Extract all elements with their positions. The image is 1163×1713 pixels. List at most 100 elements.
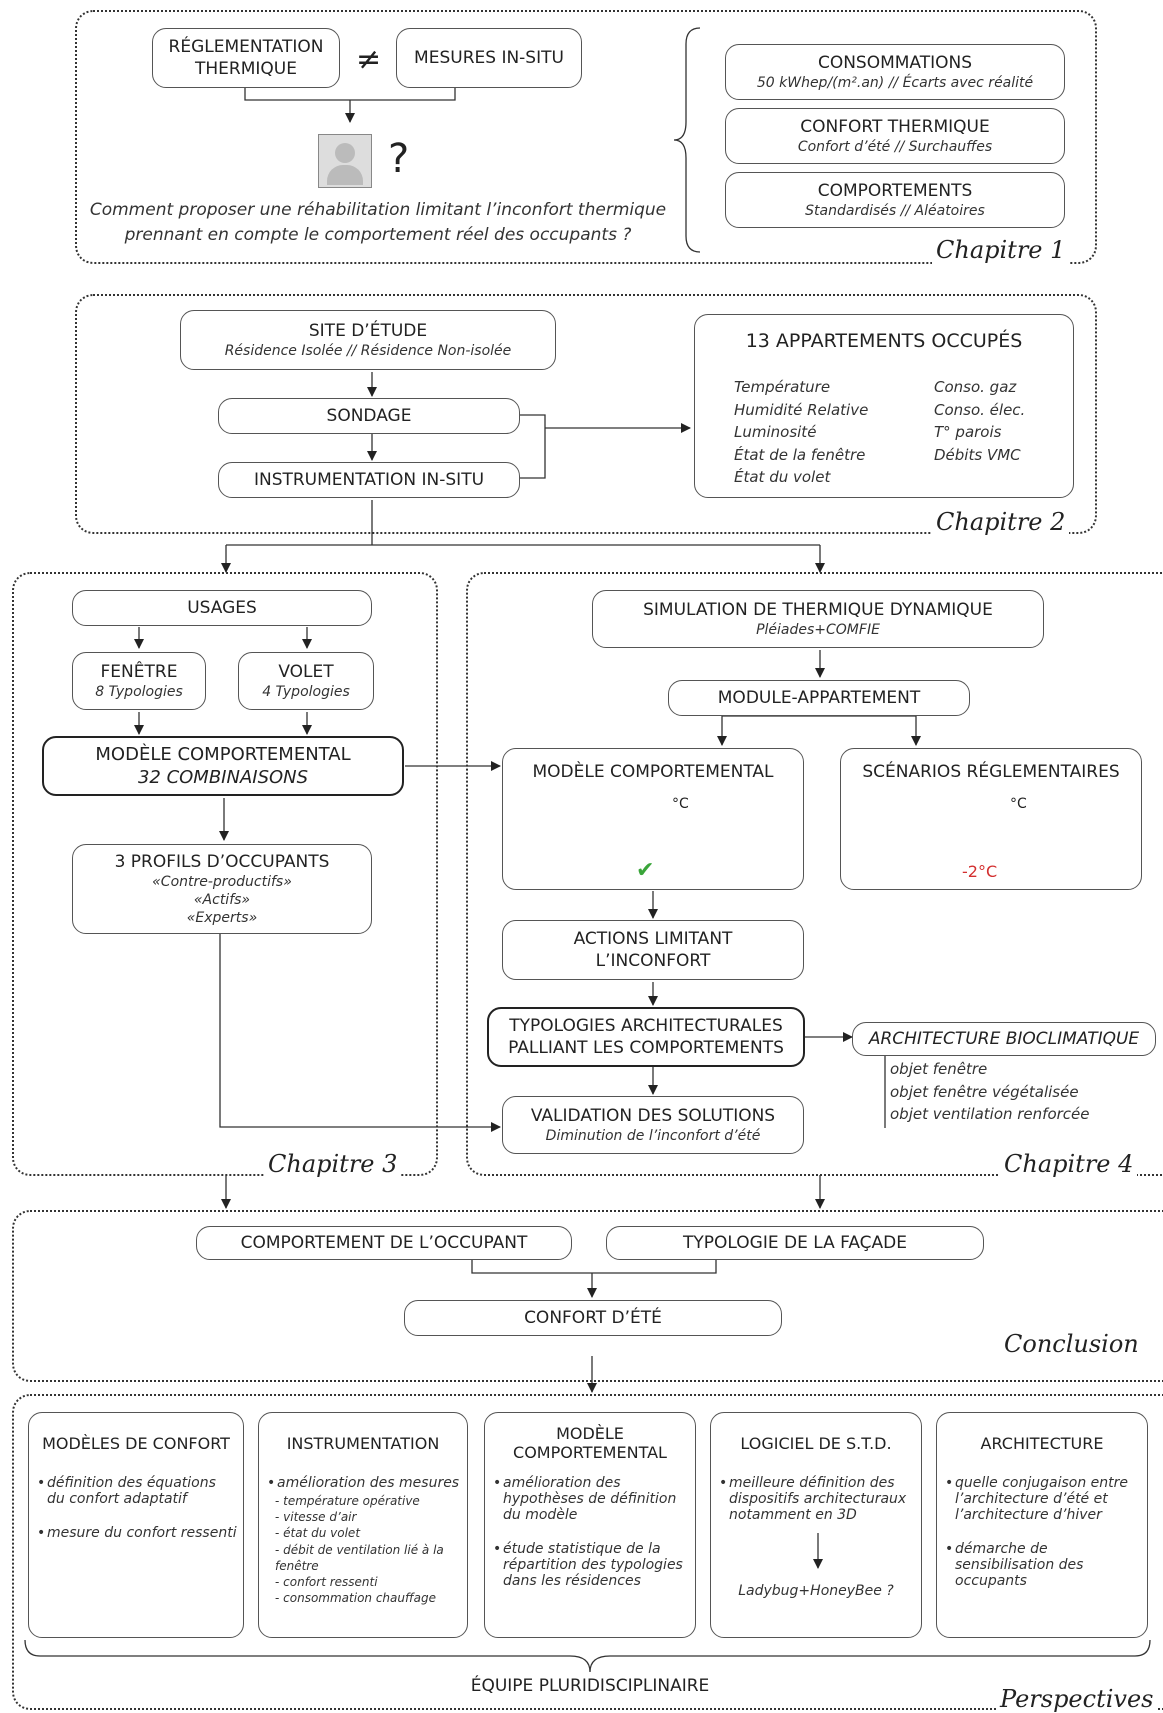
list-item: Conso. élec. <box>934 400 1026 419</box>
chapter-label: Chapitre 1 <box>932 236 1070 264</box>
bullet-list: amélioration des hypothèses de définitio… <box>491 1475 689 1589</box>
box-subtitle: Pléiades+COMFIE <box>756 621 880 638</box>
bullet-list: quelle conjugaison entre l’architecture … <box>943 1475 1141 1589</box>
perspective-logiciel-std: LOGICIEL DE S.T.D. meilleure définition … <box>710 1412 922 1638</box>
list-item: consommation chauffage <box>275 1590 461 1606</box>
box-title: MODÈLE COMPORTEMENTAL <box>95 743 351 765</box>
list-item: Conso. gaz <box>934 378 1017 396</box>
measures-list-right: Conso. gaz Conso. élec. T° parois Débits… <box>934 376 1025 466</box>
typologies-box: TYPOLOGIES ARCHITECTURALES PALLIANT LES … <box>487 1007 805 1067</box>
architecture-bioclimatique-box: ARCHITECTURE BIOCLIMATIQUE <box>852 1022 1156 1056</box>
brace <box>673 27 701 253</box>
box-title: 13 APPARTEMENTS OCCUPÉS <box>745 330 1023 352</box>
box-title: 3 PROFILS D’OCCUPANTS <box>114 851 330 872</box>
list-item: amélioration des mesures <box>267 1475 461 1491</box>
list-item: T° parois <box>934 423 1002 441</box>
reglementation-box: RÉGLEMENTATION THERMIQUE <box>152 28 340 88</box>
box-subtitle: 4 Typologies <box>262 683 350 700</box>
box-title: CONFORT THERMIQUE <box>800 116 990 137</box>
measures-list-left: Température Humidité Relative Luminosité… <box>734 376 868 489</box>
typologie-facade-box: TYPOLOGIE DE LA FAÇADE <box>606 1226 984 1260</box>
bullet-list: meilleure définition des dispositifs arc… <box>717 1475 915 1523</box>
appartements-box: 13 APPARTEMENTS OCCUPÉS <box>694 314 1074 498</box>
unit-label: °C <box>672 796 689 812</box>
list-item: étude statistique de la répartition des … <box>493 1541 689 1589</box>
confort-ete-box: CONFORT D’ÉTÉ <box>404 1300 782 1336</box>
arrow <box>219 934 501 1132</box>
chapter-label: Chapitre 2 <box>932 508 1070 536</box>
sondage-box: SONDAGE <box>218 398 520 434</box>
person-icon <box>318 134 372 188</box>
chapter-label: Chapitre 3 <box>264 1150 402 1178</box>
actions-box: ACTIONS LIMITANT L’INCONFORT <box>502 920 804 980</box>
column-title: INSTRUMENTATION <box>286 1433 440 1453</box>
list-item: définition des équations du confort adap… <box>37 1475 237 1507</box>
list-item: état du volet <box>275 1525 461 1541</box>
box-title: CONSOMMATIONS <box>817 52 973 73</box>
column-title: ARCHITECTURE <box>980 1433 1104 1453</box>
perspectives-frame <box>12 1394 1163 1710</box>
box-subtitle: Confort d’été // Surchauffes <box>797 138 993 155</box>
box-title: COMPORTEMENTS <box>817 180 973 201</box>
list-item: température opérative <box>275 1493 461 1509</box>
list-item: meilleure définition des dispositifs arc… <box>719 1475 915 1523</box>
research-question: Comment proposer une réhabilitation limi… <box>89 200 667 245</box>
brace <box>24 1639 1151 1673</box>
box-title: SIMULATION DE THERMIQUE DYNAMIQUE <box>643 599 993 620</box>
list-item: amélioration des hypothèses de définitio… <box>493 1475 689 1523</box>
site-etude-box: SITE D’ÉTUDE Résidence Isolée // Résiden… <box>180 310 556 370</box>
check-icon: ✔ <box>636 858 655 883</box>
usages-box: USAGES <box>72 590 372 626</box>
column-title: MODÈLES DE CONFORT <box>42 1433 230 1453</box>
team-label: ÉQUIPE PLURIDISCIPLINAIRE <box>470 1676 710 1696</box>
profils-box: 3 PROFILS D’OCCUPANTS «Contre-productifs… <box>72 844 372 934</box>
chapter-label: Conclusion <box>1000 1330 1143 1358</box>
box-title: VALIDATION DES SOLUTIONS <box>530 1105 776 1126</box>
list-item: objet fenêtre végétalisée <box>890 1082 1079 1101</box>
list-item: confort ressenti <box>275 1574 461 1590</box>
list-item: Humidité Relative <box>734 400 869 419</box>
list-item: objet ventilation renforcée <box>890 1105 1090 1123</box>
list-item: démarche de sensibilisation des occupant… <box>945 1541 1141 1589</box>
box-title: SCÉNARIOS RÉGLEMENTAIRES <box>862 762 1120 782</box>
list-item: Débits VMC <box>934 445 1021 464</box>
fenetre-box: FENÊTRE 8 Typologies <box>72 652 206 710</box>
bullet-list: amélioration des mesures <box>265 1475 461 1491</box>
minus-two-degrees: -2°C <box>962 862 998 881</box>
bullet-list: définition des équations du confort adap… <box>35 1475 237 1541</box>
box-title: FENÊTRE <box>100 661 178 682</box>
profile-item: «Contre-productifs» <box>152 873 292 890</box>
unit-label: °C <box>1010 796 1027 812</box>
modele-comportemental-box: MODÈLE COMPORTEMENTAL 32 COMBINAISONS <box>42 736 404 796</box>
mesures-box: MESURES IN-SITU <box>396 28 582 88</box>
list-item: objet fenêtre <box>890 1060 988 1078</box>
chapter2-frame <box>75 294 1097 534</box>
perspective-modele-comportemental: MODÈLE COMPORTEMENTAL amélioration des h… <box>484 1412 696 1638</box>
simulation-box: SIMULATION DE THERMIQUE DYNAMIQUE Pléiad… <box>592 590 1044 648</box>
box-title: MODÈLE COMPORTEMENTAL <box>532 762 774 782</box>
connector <box>520 414 546 479</box>
connector <box>471 1260 717 1274</box>
list-item: Température <box>734 378 831 396</box>
list-item: État de la fenêtre <box>734 445 866 464</box>
confort-thermique-box: CONFORT THERMIQUE Confort d’été // Surch… <box>725 108 1065 164</box>
not-equal-sign: ≠ <box>356 42 382 77</box>
list-item: Luminosité <box>734 423 817 441</box>
box-subtitle: Diminution de l’inconfort d’été <box>545 1127 761 1144</box>
list-item: vitesse d’air <box>275 1509 461 1525</box>
perspective-modeles-confort: MODÈLES DE CONFORT définition des équati… <box>28 1412 244 1638</box>
box-subtitle: 32 COMBINAISONS <box>137 767 309 788</box>
validation-box: VALIDATION DES SOLUTIONS Diminution de l… <box>502 1096 804 1154</box>
box-subtitle: 8 Typologies <box>95 683 183 700</box>
conclusion-frame <box>12 1210 1163 1382</box>
chapter-label: Perspectives <box>996 1685 1158 1713</box>
modele-comportemental-sim-box: MODÈLE COMPORTEMENTAL <box>502 748 804 890</box>
volet-box: VOLET 4 Typologies <box>238 652 374 710</box>
profile-item: «Actifs» <box>193 891 251 908</box>
profile-item: «Experts» <box>186 910 258 927</box>
consommations-box: CONSOMMATIONS 50 kWhep/(m².an) // Écarts… <box>725 44 1065 100</box>
chapter4-frame <box>466 572 1163 1176</box>
list-item: mesure du confort ressenti <box>37 1525 237 1541</box>
list-item: débit de ventilation lié à la fenêtre <box>275 1542 461 1574</box>
